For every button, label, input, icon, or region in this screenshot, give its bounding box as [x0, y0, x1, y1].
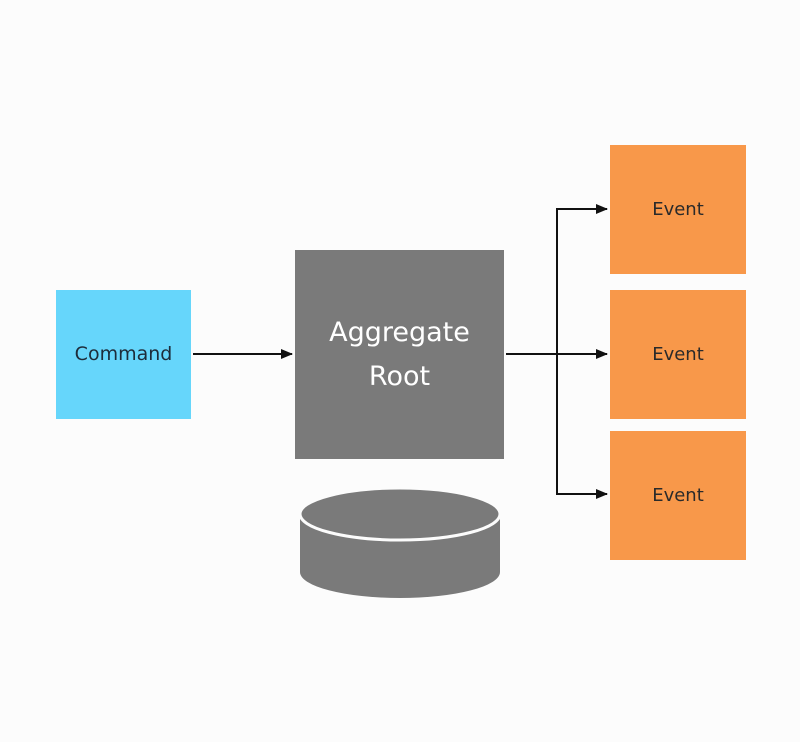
event-node-3: Event [610, 431, 746, 560]
event-arrows [506, 204, 608, 499]
event-box-1 [610, 145, 746, 274]
event-label-2: Event [652, 344, 704, 365]
aggregate-label-line1: Aggregate [329, 317, 470, 348]
event-box-2 [610, 290, 746, 419]
event-node-2: Event [610, 290, 746, 419]
command-node: Command [56, 290, 191, 419]
aggregate-label-line2: Root [369, 361, 430, 392]
event-label-3: Event [652, 485, 704, 506]
event-node-1: Event [610, 145, 746, 274]
database-top [298, 486, 502, 542]
event-label-1: Event [652, 199, 704, 220]
aggregate-root-node: Aggregate Root [295, 250, 504, 459]
command-box [56, 290, 191, 419]
event-box-3 [610, 431, 746, 560]
database-cylinder [298, 486, 502, 598]
command-label: Command [75, 343, 173, 365]
aggregate-root-box [295, 250, 504, 459]
